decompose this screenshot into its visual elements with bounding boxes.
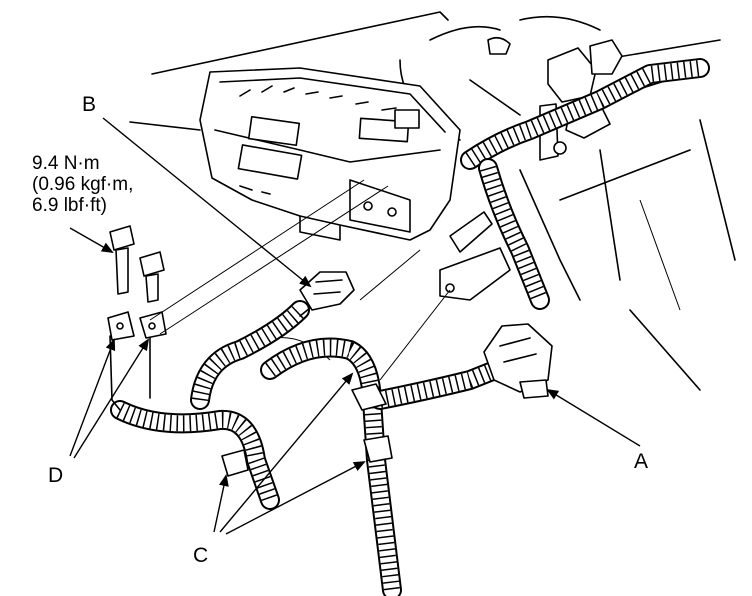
torque-line-kgf: (0.96 kgf·m,: [32, 174, 134, 195]
connector-b: [299, 271, 355, 311]
bracket: [439, 211, 511, 301]
callout-label-c: C: [193, 544, 209, 567]
top-right-connectors: [487, 36, 623, 161]
torque-line-lbf: 6.9 lbf·ft): [32, 195, 107, 216]
harness-clips: [221, 383, 393, 477]
torque-spec: 9.4 N·m (0.96 kgf·m, 6.9 lbf·ft): [32, 153, 133, 216]
callout-label-d: D: [48, 464, 64, 487]
bolts: [107, 225, 167, 341]
fuse-relay-box: [199, 67, 461, 241]
callout-label-a: A: [634, 450, 649, 473]
leader-lines: [69, 117, 641, 535]
connector-a: [483, 323, 553, 399]
callout-label-b: B: [82, 93, 97, 116]
torque-line-nm: 9.4 N·m: [32, 153, 100, 174]
